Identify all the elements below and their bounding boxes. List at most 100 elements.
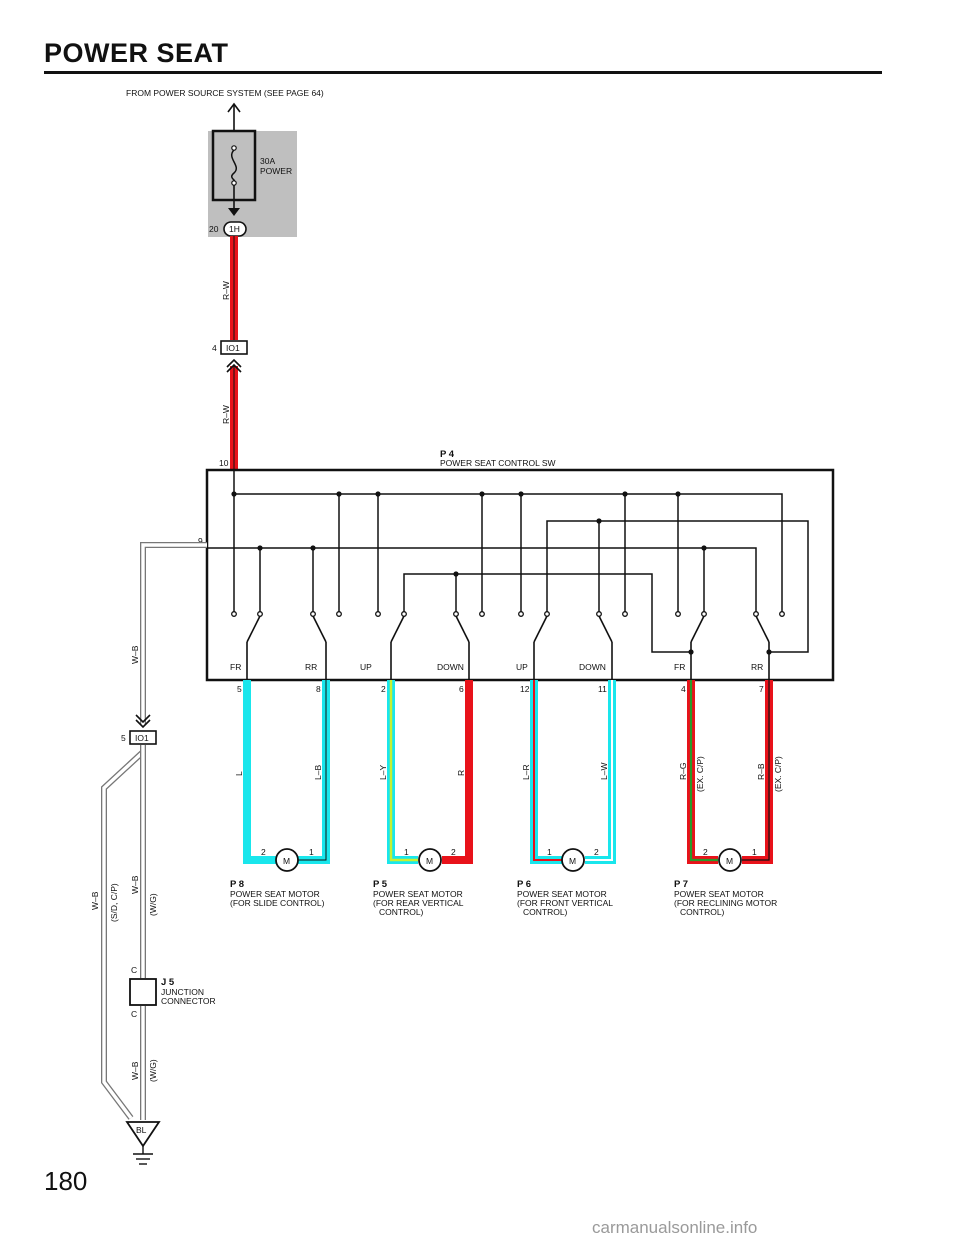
fuse-pin: 20 bbox=[209, 224, 219, 234]
ground-wire-switch bbox=[140, 542, 207, 724]
motor-p5: M 1 2 bbox=[404, 847, 456, 872]
motor-symbol: M bbox=[283, 856, 290, 866]
motor-pin-left: 1 bbox=[547, 847, 552, 857]
motor-pin-right: 1 bbox=[309, 847, 314, 857]
junction-pin-bottom: C bbox=[131, 1009, 137, 1019]
junction-line2: CONNECTOR bbox=[161, 996, 216, 1006]
motor-symbol: M bbox=[569, 856, 576, 866]
wire-note-r-g: (EX. C/P) bbox=[695, 756, 705, 792]
wire-label-l-r: L–R bbox=[521, 764, 531, 780]
power-wire bbox=[230, 236, 238, 470]
wire-label-ground-switch: W–B bbox=[130, 645, 140, 664]
switch-label-rr-slide: RR bbox=[305, 662, 317, 672]
motor-pin-right: 2 bbox=[594, 847, 599, 857]
motor-pin-right: 2 bbox=[451, 847, 456, 857]
switch-pin-11: 11 bbox=[598, 684, 607, 694]
motor-p7: M 2 1 bbox=[703, 847, 757, 872]
wire-rear-vertical bbox=[387, 680, 473, 864]
watermark: carmanualsonline.info bbox=[592, 1218, 758, 1237]
page-title: POWER SEAT bbox=[44, 38, 229, 68]
wire-label-ground-left: W–B bbox=[90, 891, 100, 910]
switch-label-fr-slide: FR bbox=[230, 662, 241, 672]
switch-contacts bbox=[231, 491, 785, 680]
switch-label-rr-recline: RR bbox=[751, 662, 763, 672]
motor-desc: (FOR REAR VERTICAL bbox=[373, 898, 464, 908]
switch-ground-pin: 9 bbox=[198, 536, 203, 546]
switch-pin-4: 4 bbox=[681, 684, 686, 694]
motor-code: P 8 bbox=[230, 879, 244, 890]
motor-name: POWER SEAT MOTOR bbox=[674, 889, 764, 899]
switch-label-up-front: UP bbox=[516, 662, 528, 672]
motor-icon bbox=[418, 848, 442, 872]
source-arrow-icon bbox=[227, 102, 241, 133]
motor-name: POWER SEAT MOTOR bbox=[517, 889, 607, 899]
switch-pin-8: 8 bbox=[316, 684, 321, 694]
switch-label-down-rear: DOWN bbox=[437, 662, 464, 672]
junction-pin-top: C bbox=[131, 965, 137, 975]
ground-code: BL bbox=[136, 1125, 147, 1135]
switch-label-fr-recline: FR bbox=[674, 662, 685, 672]
io1-top-pin: 4 bbox=[212, 343, 217, 353]
io1-top-name: IO1 bbox=[226, 343, 240, 353]
motor-pin-left: 2 bbox=[703, 847, 708, 857]
motor-desc-cont: CONTROL) bbox=[523, 907, 568, 917]
motor-p8: M 2 1 bbox=[261, 847, 314, 872]
io1-connector-bottom: IO1 5 bbox=[121, 714, 157, 745]
io1-connector-top: IO1 4 bbox=[212, 340, 248, 373]
switch-pin-5: 5 bbox=[237, 684, 242, 694]
motor-code: P 6 bbox=[517, 879, 531, 890]
motor-icon bbox=[275, 848, 299, 872]
switch-box bbox=[205, 468, 835, 682]
switch-name: POWER SEAT CONTROL SW bbox=[440, 458, 556, 468]
motor-code: P 5 bbox=[373, 879, 388, 890]
switch-label-down-front: DOWN bbox=[579, 662, 606, 672]
io1-bottom-name: IO1 bbox=[135, 733, 149, 743]
wire-note-r-b: (EX. C/P) bbox=[773, 756, 783, 792]
motor-name: POWER SEAT MOTOR bbox=[373, 889, 463, 899]
motor-wire-labels: L L–B L–Y R L–R L–W R–G (EX. C/P) R–B (E… bbox=[234, 756, 783, 792]
motor-p6: M 1 2 bbox=[547, 847, 599, 872]
motor-symbol: M bbox=[726, 856, 733, 866]
fuse-connector-name: 1H bbox=[229, 224, 240, 234]
motor-desc: (FOR SLIDE CONTROL) bbox=[230, 898, 325, 908]
wire-label-power-1: R–W bbox=[221, 281, 231, 300]
fuse-name: POWER bbox=[260, 166, 292, 176]
io1-bottom-pin: 5 bbox=[121, 733, 126, 743]
motor-pin-left: 2 bbox=[261, 847, 266, 857]
fuse-block bbox=[208, 131, 297, 237]
wire-note-ground-right: (W/G) bbox=[148, 893, 158, 916]
fuse-connector: 1H 20 bbox=[209, 221, 247, 237]
wire-label-l: L bbox=[234, 771, 244, 776]
wire-slide bbox=[243, 680, 330, 864]
motor-icon bbox=[718, 848, 742, 872]
motor-name: POWER SEAT MOTOR bbox=[230, 889, 320, 899]
switch-pin-12: 12 bbox=[520, 684, 530, 694]
switch-label-up-rear: UP bbox=[360, 662, 372, 672]
wire-label-l-y: L–Y bbox=[378, 765, 388, 780]
junction-connector: C C J 5 JUNCTION CONNECTOR bbox=[129, 965, 216, 1019]
switch-internal-wiring bbox=[207, 470, 809, 653]
wire-label-l-w: L–W bbox=[599, 763, 609, 780]
motor-caption-p6: P 6 POWER SEAT MOTOR (FOR FRONT VERTICAL… bbox=[517, 879, 613, 917]
wire-recline bbox=[687, 680, 773, 864]
page-number: 180 bbox=[44, 1166, 88, 1196]
wire-label-ground-lower: W–B bbox=[130, 1061, 140, 1080]
motor-icon bbox=[561, 848, 585, 872]
motor-caption-p8: P 8 POWER SEAT MOTOR (FOR SLIDE CONTROL) bbox=[230, 879, 325, 908]
switch-pin-numbers: 5 8 2 6 12 11 4 7 bbox=[237, 684, 764, 694]
wire-label-r-b: R–B bbox=[756, 763, 766, 780]
wire-front-vertical bbox=[530, 680, 616, 864]
motor-caption-p5: P 5 POWER SEAT MOTOR (FOR REAR VERTICAL … bbox=[373, 879, 464, 917]
switch-pin-6: 6 bbox=[459, 684, 464, 694]
switch-pin-2: 2 bbox=[381, 684, 386, 694]
switch-input-pin: 10 bbox=[219, 458, 229, 468]
wire-label-ground-right: W–B bbox=[130, 875, 140, 894]
fuse-icon bbox=[228, 145, 240, 216]
motor-desc-cont: CONTROL) bbox=[680, 907, 725, 917]
motor-caption-p7: P 7 POWER SEAT MOTOR (FOR RECLINING MOTO… bbox=[674, 879, 777, 917]
junction-line1: JUNCTION bbox=[161, 987, 204, 997]
wire-note-ground-lower: (W/G) bbox=[148, 1059, 158, 1082]
wire-label-power-2: R–W bbox=[221, 405, 231, 424]
motor-desc-cont: CONTROL) bbox=[379, 907, 424, 917]
